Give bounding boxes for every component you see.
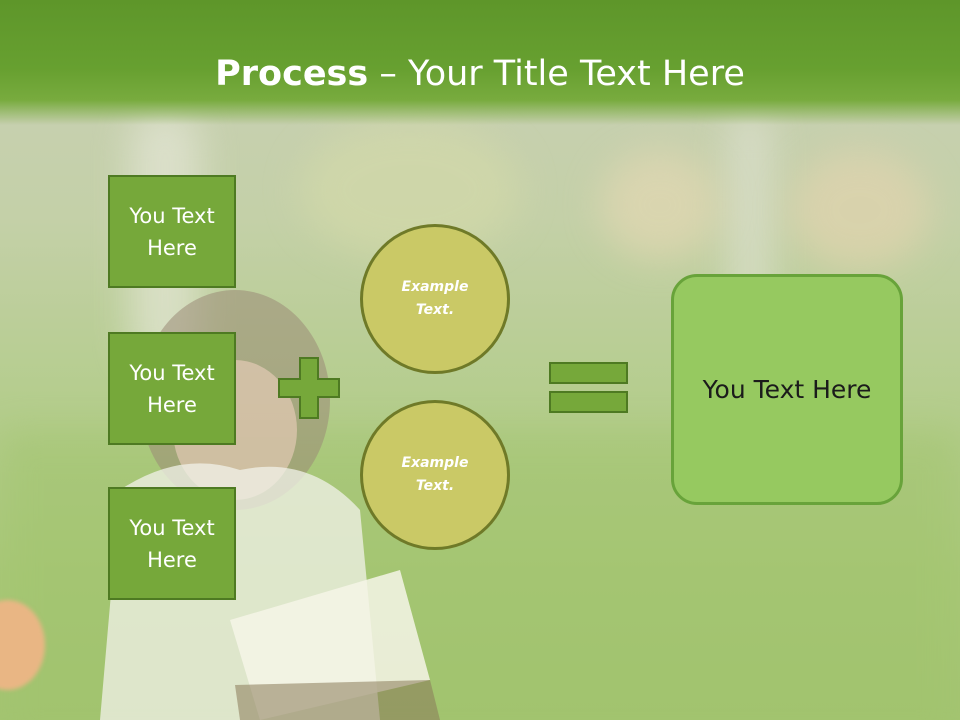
sunlight-background <box>600 150 720 260</box>
example-circle-2: Example Text. <box>360 400 510 550</box>
circle-label: Example Text. <box>401 455 469 494</box>
result-box: You Text Here <box>671 274 903 505</box>
text-box-2: You Text Here <box>108 332 236 445</box>
example-circle-1: Example Text. <box>360 224 510 374</box>
equals-icon-top-bar <box>549 362 628 384</box>
title-rest: – Your Title Text Here <box>368 54 745 94</box>
circle-label: Example Text. <box>401 279 469 318</box>
text-box-3: You Text Here <box>108 487 236 600</box>
text-box-1: You Text Here <box>108 175 236 288</box>
text-box-label: You Text Here <box>129 360 215 417</box>
sunlight-background <box>790 150 930 270</box>
equals-icon-bottom-bar <box>549 391 628 413</box>
text-box-label: You Text Here <box>129 515 215 572</box>
text-box-label: You Text Here <box>129 203 215 260</box>
title-bold: Process <box>215 54 369 94</box>
slide-title: Process – Your Title Text Here <box>0 52 960 96</box>
plus-icon <box>278 357 340 419</box>
result-label: You Text Here <box>702 375 872 404</box>
title-bar <box>0 0 960 125</box>
